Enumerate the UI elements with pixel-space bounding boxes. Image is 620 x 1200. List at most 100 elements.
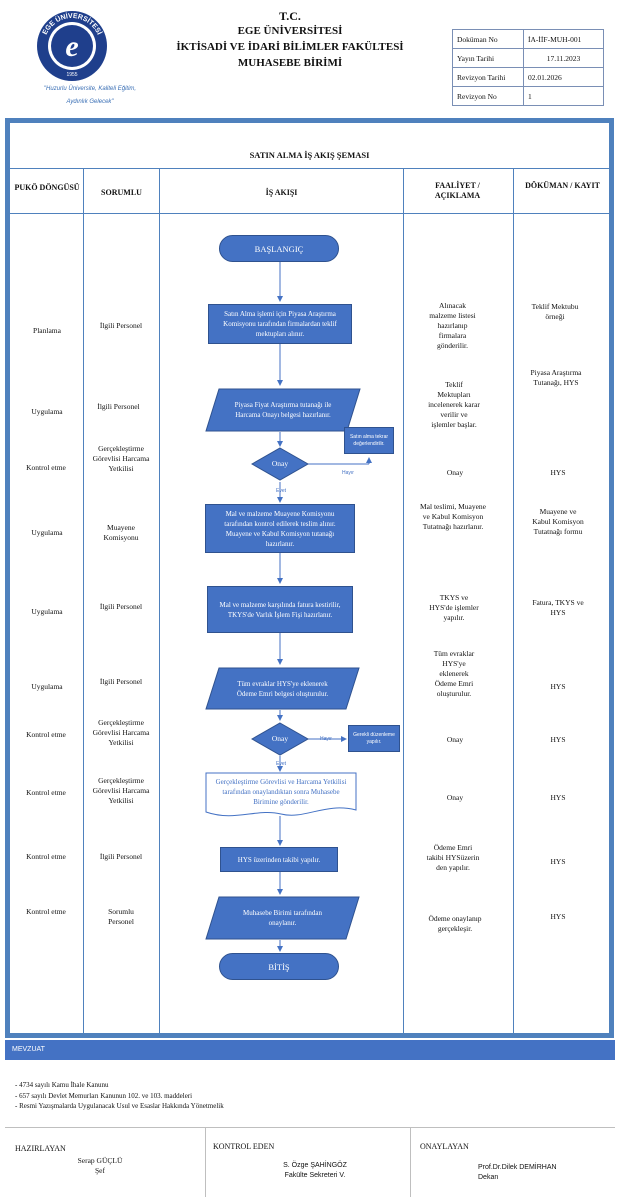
row-faaliyet: Alınacak malzeme listesi hazırlanıp firm…: [429, 301, 476, 350]
row-dokuman: HYS: [550, 793, 566, 802]
header-unit: MUHASEBE BİRİMİ: [237, 57, 343, 69]
motto: "Huzurlu Üniversite, Kaliteli Eğitim, Ay…: [20, 83, 160, 109]
row-sorumlu: İlgili Personel: [97, 402, 140, 411]
onaylayan-label: ONAYLAYAN: [420, 1142, 469, 1151]
step-muhasebe-onay: Muhasebe Birimi tarafından onaylanır.: [205, 896, 360, 940]
start-terminal: BAŞLANGIÇ: [219, 235, 339, 262]
mevzuat-list: - 4734 sayılı Kamu İhale Kanunu - 657 sa…: [15, 1080, 224, 1112]
row-puko: Uygulama: [31, 607, 63, 616]
row-sorumlu: Gerçekleştirme Görevlisi Harcama Yetkili…: [92, 444, 150, 473]
row-dokuman: HYS: [550, 857, 566, 866]
motto-line-2: Aydınlık Gelecek": [66, 99, 114, 105]
row-sorumlu: İlgili Personel: [99, 677, 143, 686]
correction-box: Gerekli düzenleme yapılır.: [348, 725, 400, 752]
signature-block: [5, 1127, 615, 1198]
row-faaliyet: Mal teslimi, Muayene ve Kabul Komisyon T…: [419, 502, 487, 531]
row-faaliyet: Ödeme onaylanıp gerçekleşir.: [428, 914, 482, 933]
decision-1-yes-label: Evet: [276, 488, 287, 494]
step-teklif-mektuplari: Satın Alma işlemi için Piyasa Araştırma …: [208, 304, 352, 344]
row-dokuman: HYS: [550, 682, 566, 691]
motto-line-1: "Huzurlu Üniversite, Kaliteli Eğitim,: [43, 86, 137, 92]
row-puko: Uygulama: [31, 407, 63, 416]
mevzuat-item: - 657 sayılı Devlet Memurları Kanunun 10…: [15, 1091, 193, 1100]
row-dokuman: Muayene ve Kabul Komisyon Tutatnağı form…: [532, 507, 584, 536]
doc-info-value: 1: [523, 86, 604, 106]
step-odeme-emri-text: Tüm evraklar HYS'ye eklenerek Ödeme Emri…: [236, 679, 329, 698]
col-header-faaliyet: FAALİYET / AÇIKLAMA: [434, 181, 481, 200]
header-faculty: İKTİSADİ VE İDARİ BİLİMLER FAKÜLTESİ: [176, 41, 404, 53]
onaylayan-title: Dekan: [478, 1174, 499, 1181]
step-muayene-kabul: Mal ve malzeme Muayene Komisyonu tarafın…: [205, 504, 355, 553]
col-header-dokuman: DÖKÜMAN / KAYIT: [525, 181, 600, 190]
decision-2-diamond: [251, 722, 309, 756]
step-harcama-onayi-text: Piyasa Fiyat Araştırma tutanağı ile Harc…: [234, 401, 332, 419]
mevzuat-item: - 4734 sayılı Kamu İhale Kanunu: [15, 1081, 109, 1089]
row-faaliyet: Onay: [446, 735, 464, 744]
logo-year: 1955: [66, 72, 77, 78]
step-muhasebeye-gonderim: Gerçekleştirme Görevlisi ve Harcama Yetk…: [205, 772, 357, 818]
kontrol-title: Fakülte Sekreteri V.: [284, 1172, 346, 1179]
hazirlayan-label: HAZIRLAYAN: [15, 1144, 66, 1153]
row-faaliyet: Onay: [446, 468, 464, 477]
row-sorumlu: Gerçekleştirme Görevlisi Harcama Yetkili…: [92, 718, 150, 747]
decision-2-label: Onay: [271, 734, 289, 743]
row-faaliyet: Ödeme Emri takibi HYSüzerin den yapılır.: [426, 843, 480, 872]
col-header-is-akisi: İŞ AKIŞI: [265, 188, 298, 197]
university-logo: e EGE ÜNİVERSİTESİ 1955: [37, 11, 107, 81]
row-puko: Kontrol etme: [26, 463, 66, 472]
row-faaliyet: Onay: [446, 793, 464, 802]
end-terminal: BİTİŞ: [219, 953, 339, 980]
row-dokuman: HYS: [550, 735, 566, 744]
row-dokuman: HYS: [550, 468, 566, 477]
chart-title: SATIN ALMA İŞ AKIŞ ŞEMASI: [249, 150, 370, 160]
mevzuat-title: MEVZUAT: [12, 1046, 45, 1053]
col-header-puko: PUKÖ DÖNGÜSÜ: [14, 183, 80, 192]
row-sorumlu: İlgili Personel: [99, 602, 143, 611]
decision-1-no-label: Hayır: [342, 470, 354, 476]
row-puko: Kontrol etme: [26, 852, 66, 861]
row-puko: Uygulama: [31, 528, 63, 537]
header-tc: T.C.: [279, 9, 301, 23]
reevaluate-box: Satın alma tekrar değerlendirilir.: [344, 427, 394, 454]
row-sorumlu: Gerçekleştirme Görevlisi Harcama Yetkili…: [92, 776, 150, 805]
step-hys-takip: HYS üzerinden takibi yapılır.: [220, 847, 338, 872]
step-muhasebe-onay-text: Muhasebe Birimi tarafından onaylanır.: [243, 909, 322, 927]
row-puko: Kontrol etme: [26, 788, 66, 797]
row-faaliyet: Teklif Mektupları incelenerek karar veri…: [428, 380, 480, 429]
row-sorumlu: İlgili Personel: [99, 321, 143, 330]
col-header-sorumlu: SORUMLU: [101, 188, 142, 197]
svg-text:e: e: [65, 30, 78, 63]
step-fatura-tkys: Mal ve malzeme karşılında fatura kestiri…: [207, 586, 353, 633]
decision-1-label: Onay: [271, 459, 289, 468]
hazirlayan-title: Şef: [95, 1166, 105, 1175]
row-dokuman: Teklif Mektubu örneği: [531, 302, 579, 321]
onaylayan-name: Prof.Dr.Dilek DEMİRHAN: [478, 1164, 557, 1171]
row-dokuman: Fatura, TKYS ve HYS: [532, 598, 584, 617]
row-puko: Kontrol etme: [26, 907, 66, 916]
row-sorumlu: İlgili Personel: [99, 852, 143, 861]
step-odeme-emri: Tüm evraklar HYS'ye eklenerek Ödeme Emri…: [205, 667, 360, 710]
kontrol-name: S. Özge ŞAHİNGÖZ: [283, 1162, 347, 1169]
row-puko: Uygulama: [31, 682, 63, 691]
decision-2-no-label: Hayır: [320, 736, 332, 742]
flow-connectors: [277, 262, 372, 952]
row-faaliyet: TKYS ve HYS'de işlemler yapılır.: [429, 593, 479, 622]
row-faaliyet: Tüm evraklar HYS'ye eklenerek Ödeme Emri…: [433, 649, 475, 698]
row-sorumlu: Muayene Komisyonu: [103, 523, 139, 542]
row-dokuman: HYS: [550, 912, 566, 921]
mevzuat-bar: [5, 1040, 615, 1060]
header-university: EGE ÜNİVERSİTESİ: [237, 25, 343, 37]
row-puko: Kontrol etme: [26, 730, 66, 739]
row-dokuman: Piyasa Araştırma Tutanağı, HYS: [530, 368, 582, 387]
decision-1-diamond: [251, 447, 309, 481]
step-harcama-onayi: Piyasa Fiyat Araştırma tutanağı ile Harc…: [205, 388, 361, 432]
hazirlayan-name: Serap GÜÇLÜ: [77, 1156, 123, 1165]
decision-2-yes-label: Evet: [276, 761, 287, 767]
row-puko: Planlama: [33, 326, 61, 335]
flowchart-area: [10, 123, 609, 1033]
kontrol-label: KONTROL EDEN: [213, 1142, 275, 1151]
step-muhasebeye-gonderim-text: Gerçekleştirme Görevlisi ve Harcama Yetk…: [215, 778, 347, 806]
